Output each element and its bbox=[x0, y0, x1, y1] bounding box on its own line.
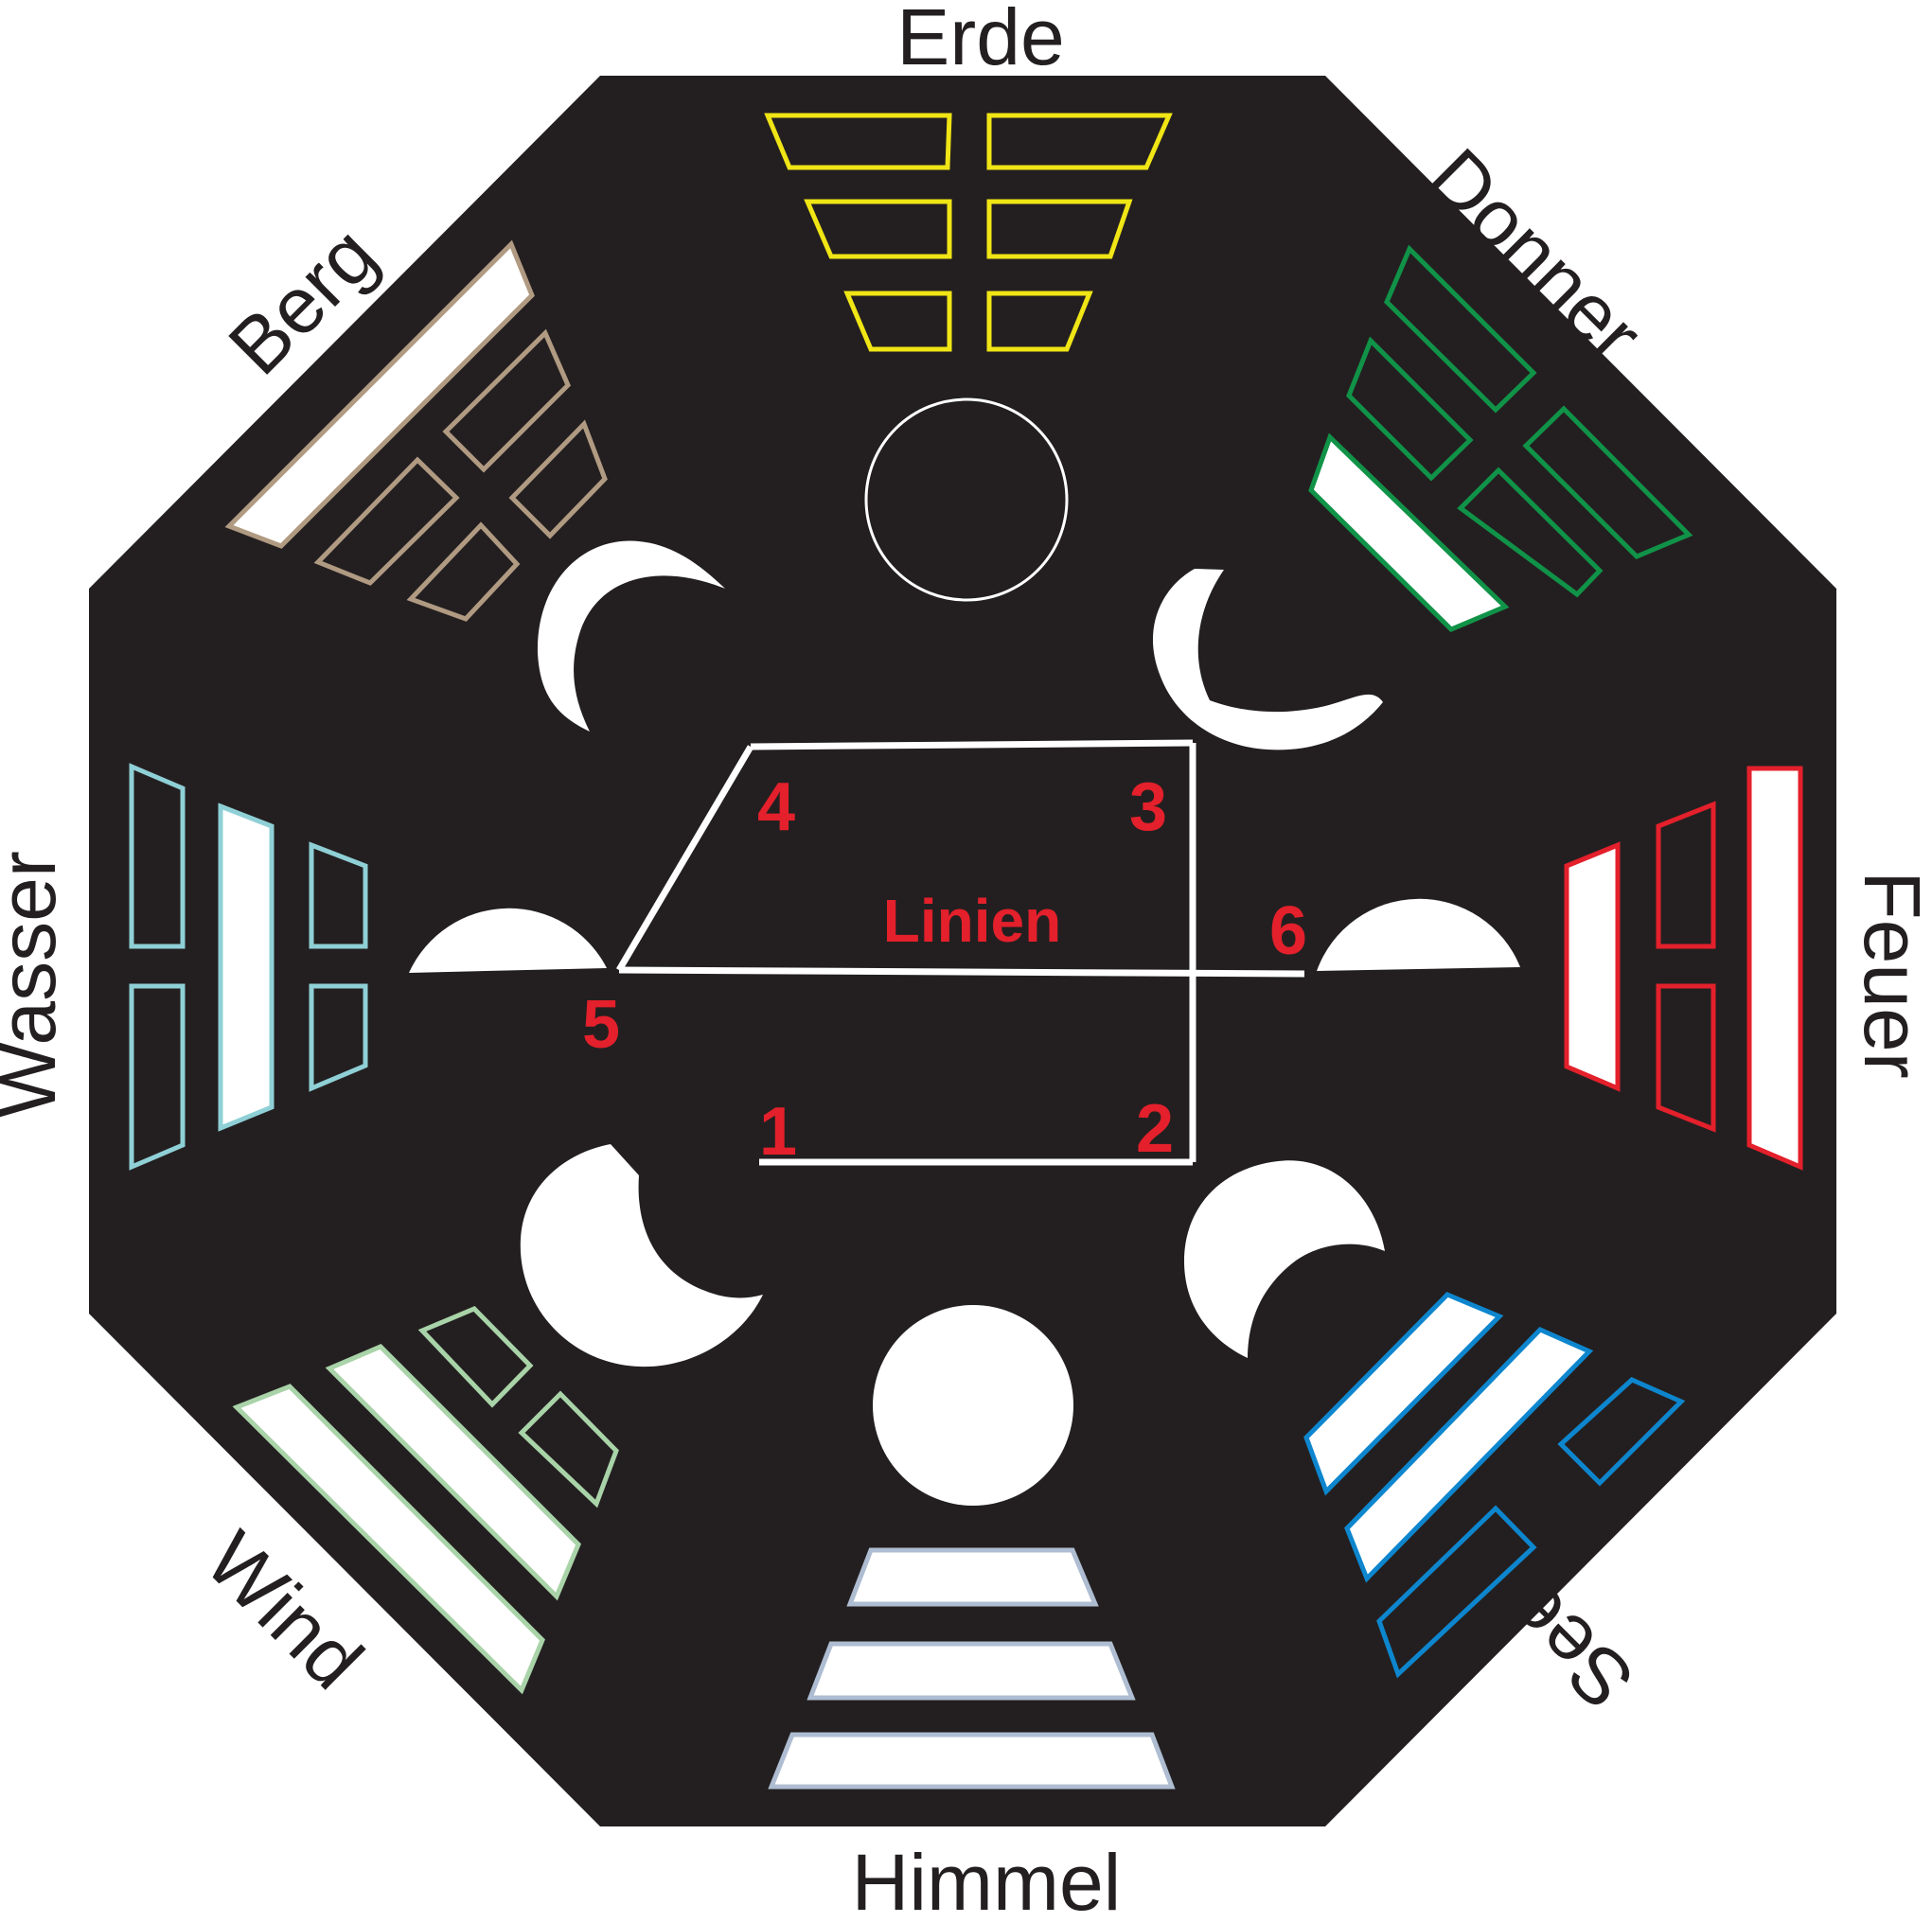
heaven-line-top bbox=[846, 1547, 1099, 1607]
trigram-thunder bbox=[1308, 244, 1693, 632]
earth-line-mid-left bbox=[804, 199, 952, 259]
marker-4: 4 bbox=[757, 769, 795, 845]
lake-line-outer-a bbox=[1557, 1377, 1686, 1487]
half-moon-right bbox=[1317, 898, 1520, 971]
mountain-line-mid-b bbox=[508, 419, 608, 539]
mountain-line-inner-b bbox=[406, 521, 521, 622]
crescent-upper-left-shape bbox=[537, 540, 725, 732]
lake-line-inner bbox=[1303, 1292, 1504, 1496]
mountain-line-mid-a bbox=[442, 328, 571, 473]
water-line-mid bbox=[218, 803, 275, 1132]
lake-line-mid bbox=[1344, 1327, 1594, 1583]
center-label: Linien bbox=[883, 887, 1061, 955]
label-heaven: Himmel bbox=[852, 1838, 1122, 1923]
label-earth: Erde bbox=[896, 0, 1064, 81]
earth-line-mid-right bbox=[986, 199, 1133, 259]
marker-6: 6 bbox=[1269, 893, 1307, 969]
water-line-outer-a bbox=[129, 763, 186, 949]
thunder-line-inner-b bbox=[1457, 467, 1604, 598]
wind-line-inner-a bbox=[417, 1306, 534, 1408]
trigram-heaven bbox=[768, 1547, 1176, 1790]
trigram-wind bbox=[232, 1306, 619, 1695]
wind-line-outer bbox=[232, 1384, 545, 1695]
water-line-outer-b bbox=[129, 983, 186, 1171]
earth-line-top-right bbox=[986, 113, 1173, 170]
trigram-water bbox=[129, 763, 368, 1171]
mountain-line-inner-a bbox=[313, 456, 460, 586]
water-line-inner-b bbox=[309, 983, 368, 1092]
label-water: Wasser bbox=[0, 851, 72, 1118]
wind-line-inner-b bbox=[518, 1390, 619, 1508]
moon-phases bbox=[409, 397, 1520, 1506]
earth-line-bottom-left bbox=[843, 291, 952, 352]
fire-line-inner bbox=[1564, 841, 1621, 1092]
linien-path bbox=[615, 739, 1305, 1166]
water-line-inner-a bbox=[309, 841, 368, 949]
new-moon bbox=[864, 397, 1069, 602]
marker-3: 3 bbox=[1129, 769, 1167, 845]
thunder-line-mid-a bbox=[1346, 336, 1474, 482]
wind-line-mid bbox=[325, 1344, 581, 1601]
line-5-6 bbox=[618, 966, 1305, 978]
trigram-lake bbox=[1303, 1292, 1686, 1679]
marker-2: 2 bbox=[1136, 1091, 1174, 1167]
label-fire: Feuer bbox=[1848, 871, 1932, 1078]
marker-1: 1 bbox=[759, 1094, 797, 1170]
trigram-fire bbox=[1564, 766, 1803, 1171]
heaven-line-mid bbox=[806, 1641, 1136, 1701]
thunder-line-inner-a bbox=[1384, 244, 1537, 414]
mountain-line-outer bbox=[224, 239, 535, 549]
half-moon-left bbox=[409, 908, 607, 973]
crescent-lower-right-shape bbox=[1183, 1160, 1385, 1358]
heaven-line-bottom bbox=[768, 1732, 1176, 1790]
marker-5: 5 bbox=[582, 987, 620, 1063]
full-moon bbox=[873, 1305, 1073, 1506]
lake-line-outer-b bbox=[1376, 1505, 1537, 1679]
line-3-4 bbox=[750, 739, 1194, 750]
fire-line-mid-a bbox=[1656, 801, 1716, 949]
line-4-5 bbox=[615, 745, 754, 972]
thunder-line-outer bbox=[1308, 432, 1510, 632]
crescent-lower-left-shape bbox=[520, 1144, 763, 1367]
trigram-mountain bbox=[224, 239, 608, 622]
earth-line-bottom-right bbox=[986, 291, 1093, 352]
fire-line-mid-b bbox=[1656, 983, 1716, 1133]
fire-line-outer bbox=[1746, 766, 1803, 1171]
trigram-earth bbox=[764, 113, 1173, 352]
thunder-line-mid-b bbox=[1522, 405, 1693, 559]
earth-line-top-left bbox=[764, 113, 952, 170]
crescent-upper-right-shape bbox=[1152, 569, 1383, 750]
